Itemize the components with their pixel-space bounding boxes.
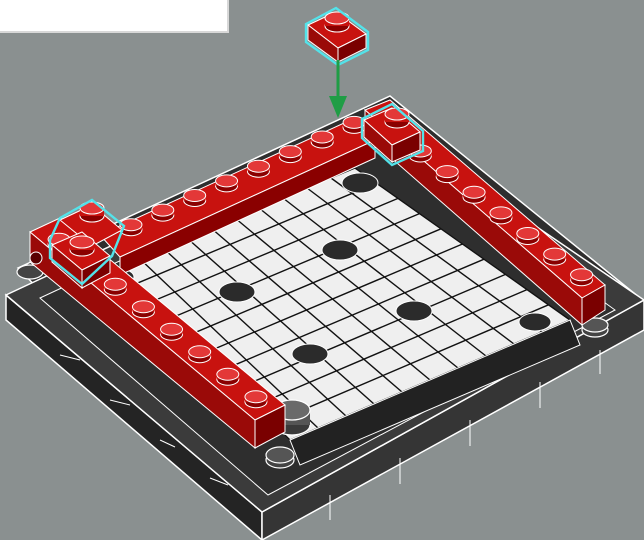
- brick-stud: [189, 346, 211, 363]
- grid-dot: [396, 301, 432, 321]
- brick-stud: [463, 186, 485, 203]
- down-arrow-icon: [329, 60, 347, 118]
- brick-stud: [217, 368, 239, 385]
- grid-dot: [519, 313, 551, 331]
- brick-stud: [245, 391, 267, 408]
- brick-stud: [517, 227, 539, 244]
- brick-stud: [152, 204, 174, 221]
- brick-stud: [104, 278, 126, 295]
- brick-stud: [311, 131, 333, 148]
- brick-stud: [216, 175, 238, 192]
- grid-dot: [342, 173, 378, 193]
- brick-stud: [490, 207, 512, 224]
- grid-dot: [219, 282, 255, 302]
- brick-stud: [544, 248, 566, 265]
- brick-stud: [247, 160, 269, 177]
- brick-stud: [132, 301, 154, 318]
- base-corner-stud: [266, 447, 294, 468]
- brick-stud: [161, 323, 183, 340]
- grid-dot: [322, 240, 358, 260]
- brick-stud: [279, 146, 301, 163]
- floating-brick: [306, 8, 368, 65]
- grid-dot: [292, 344, 328, 364]
- brick-stud: [436, 166, 458, 183]
- brick-stud: [571, 269, 593, 286]
- brick-stud: [184, 189, 206, 206]
